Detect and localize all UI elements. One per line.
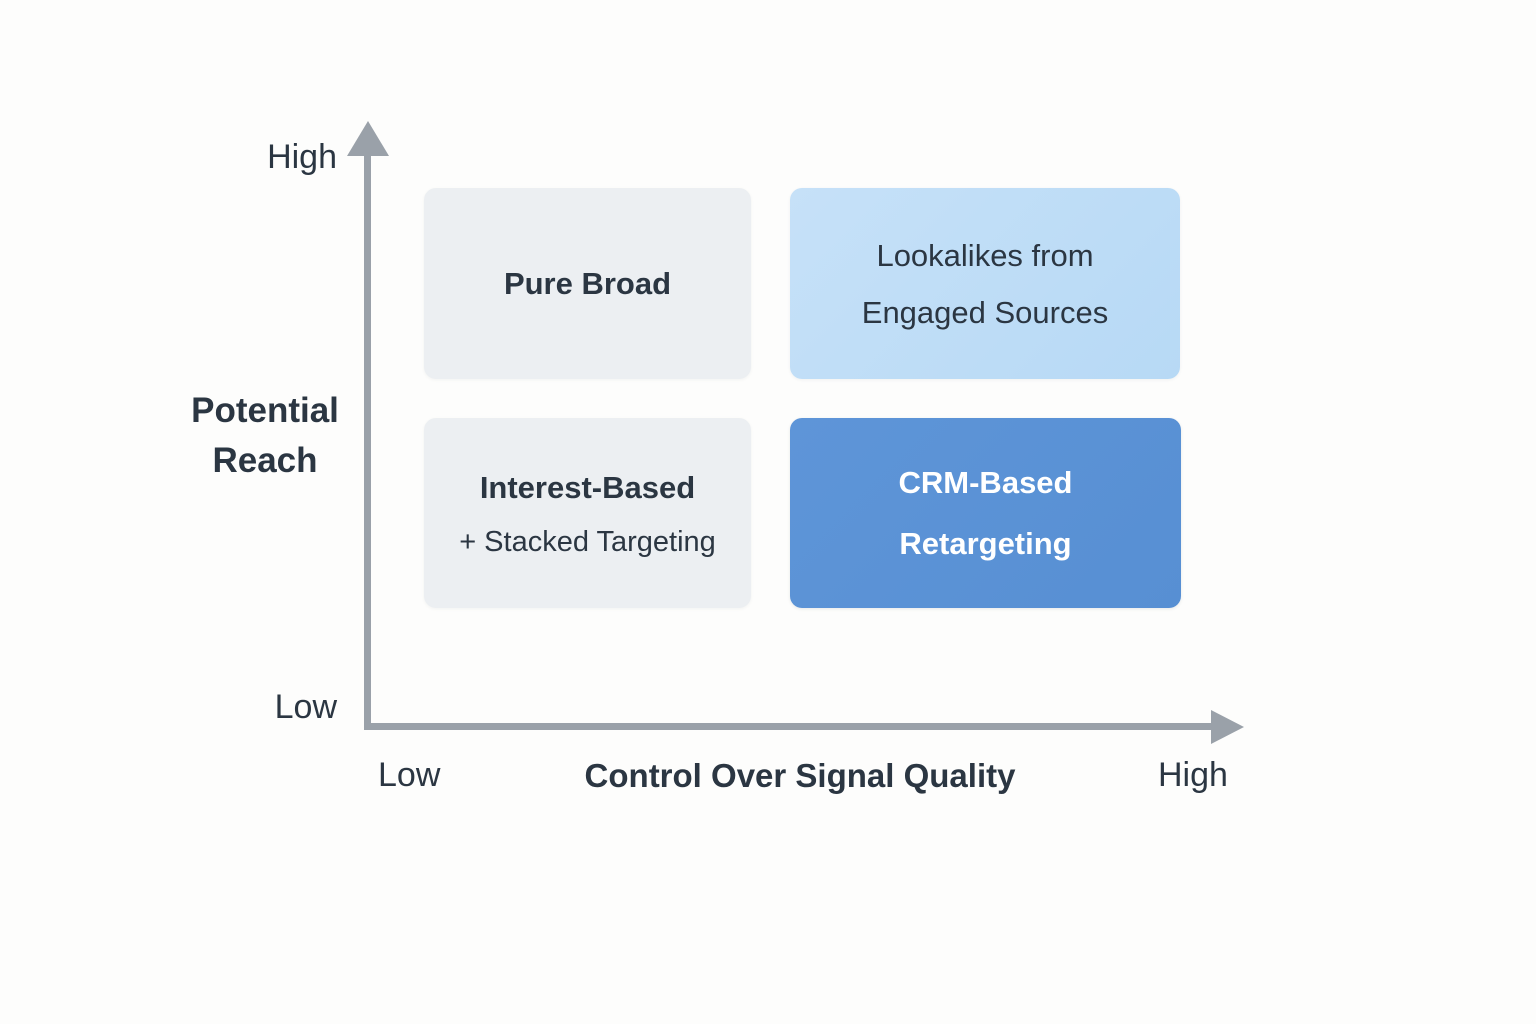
quadrant-lookalikes-label-line1: Lookalikes from (876, 237, 1094, 273)
x-axis-arrowhead-icon (1211, 710, 1244, 744)
y-axis-title: Potential Reach (140, 386, 390, 486)
quadrant-interest-based-label-line1: Interest-Based (479, 469, 696, 505)
y-axis-line (364, 148, 371, 730)
quadrant-pure-broad: Pure Broad (424, 188, 751, 379)
x-axis-title: Control Over Signal Quality (584, 757, 1016, 794)
quadrant-crm-based-retargeting: CRM-Based Retargeting (790, 418, 1181, 608)
y-axis-title-line2: Reach (212, 441, 318, 480)
y-axis-arrowhead-icon (347, 121, 389, 156)
y-axis-title-line1: Potential (191, 391, 339, 430)
x-axis-low-label: Low (378, 756, 441, 794)
x-axis-line (364, 723, 1213, 730)
quadrant-interest-based-label-line2: + Stacked Targeting (459, 525, 716, 558)
x-axis-high-label: High (1158, 756, 1228, 794)
quadrant-interest-based-stacked: Interest-Based + Stacked Targeting (424, 418, 751, 608)
y-axis-high-label: High (267, 138, 337, 176)
quadrant-pure-broad-label: Pure Broad (503, 266, 672, 301)
y-axis-low-label: Low (274, 688, 337, 726)
quadrant-crm-label-line2: Retargeting (899, 526, 1072, 561)
quadrant-lookalikes-label-line2: Engaged Sources (861, 294, 1109, 330)
quadrant-lookalikes-engaged-sources: Lookalikes from Engaged Sources (790, 188, 1180, 379)
quadrant-crm-label-line1: CRM-Based (898, 465, 1073, 500)
